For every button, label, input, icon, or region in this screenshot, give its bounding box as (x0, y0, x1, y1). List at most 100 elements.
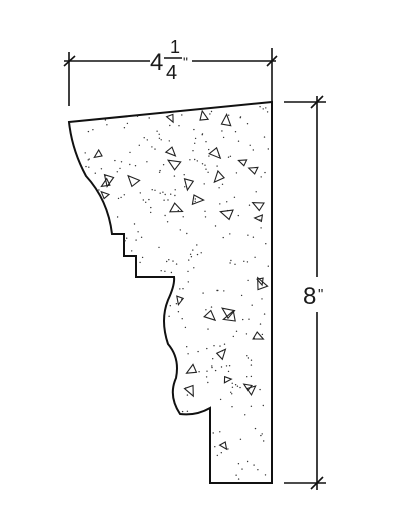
concrete-aggregate-marks (93, 109, 269, 451)
stipple-dot (229, 233, 231, 235)
stipple-dot (214, 446, 216, 448)
stipple-dot (227, 370, 230, 373)
stipple-dot (244, 414, 246, 416)
stipple-dot (168, 140, 170, 142)
stipple-dot (129, 151, 131, 154)
stipple-dot (148, 117, 150, 119)
stipple-dot (124, 240, 126, 242)
stipple-dot (257, 469, 259, 471)
stipple-dot (239, 438, 242, 440)
stipple-dot (131, 250, 133, 252)
stipple-dot (245, 333, 248, 335)
stipple-dot (196, 244, 198, 246)
stipple-dot (247, 357, 250, 359)
stipple-dot (194, 142, 196, 144)
stipple-dot (264, 474, 267, 476)
stipple-dot (151, 146, 153, 148)
stipple-dot (94, 172, 97, 174)
stipple-dot (243, 260, 245, 262)
stipple-dot (250, 375, 253, 378)
stipple-dot (192, 150, 194, 152)
stipple-dot (168, 259, 170, 261)
stipple-dot (231, 393, 233, 395)
stipple-dot (218, 187, 220, 189)
stipple-dot (123, 194, 126, 196)
stipple-dot (241, 468, 243, 470)
stipple-dot (175, 263, 178, 265)
width-dimension (63, 48, 278, 106)
stipple-dot (151, 189, 153, 191)
stipple-dot (260, 434, 262, 437)
stipple-dot (211, 365, 213, 367)
stipple-dot (87, 130, 90, 133)
stipple-dot (134, 165, 137, 167)
stipple-dot (146, 139, 148, 141)
stipple-dot (143, 137, 145, 139)
stipple-dot (158, 246, 160, 249)
stipple-dot (120, 196, 122, 199)
stipple-dot (255, 191, 257, 193)
stipple-dot (259, 323, 262, 325)
stipple-dot (194, 200, 196, 203)
aggregate-triangle (218, 441, 228, 451)
stipple-dot (129, 163, 131, 166)
stipple-dot (223, 343, 226, 345)
stipple-dot (117, 197, 120, 200)
aggregate-triangle (257, 276, 269, 291)
stipple-dot (219, 203, 221, 205)
stipple-dot (201, 163, 204, 165)
aggregate-triangle (183, 384, 194, 398)
stipple-dot (236, 385, 239, 387)
stipple-dot (229, 262, 231, 264)
stipple-dot (173, 175, 176, 177)
stipple-dot (226, 201, 228, 203)
stipple-dot (263, 313, 266, 315)
stipple-dot (169, 124, 171, 127)
aggregate-triangle (185, 363, 198, 374)
stipple-dot (210, 306, 213, 308)
aggregate-triangle (203, 309, 217, 322)
stipple-dot (92, 129, 94, 131)
stipple-dot (228, 114, 230, 116)
aggregate-triangle (213, 169, 226, 184)
aggregate-triangle (251, 202, 265, 212)
stipple-dot (262, 108, 264, 110)
stipple-dot (227, 156, 230, 158)
aggregate-triangle (127, 174, 141, 188)
stipple-dot (160, 270, 162, 272)
stipple-dot (158, 171, 161, 173)
stipple-dot (85, 165, 87, 168)
stipple-dot (250, 364, 253, 366)
stipple-dot (237, 140, 240, 142)
stipple-dot (221, 130, 223, 132)
stipple-dot (116, 216, 119, 218)
stipple-dot (145, 201, 147, 203)
aggregate-triangle (100, 190, 111, 200)
stipple-dot (172, 260, 174, 262)
stipple-dot (214, 369, 217, 372)
stipple-dot (261, 333, 264, 336)
stipple-dot (104, 119, 107, 121)
width-fraction-numerator: 1 (170, 37, 180, 57)
aggregate-triangle (219, 209, 234, 221)
stipple-dot (231, 386, 234, 388)
stipple-dot (178, 125, 180, 127)
aggregate-triangle (208, 146, 222, 160)
stipple-dot (166, 221, 169, 223)
stipple-dot (126, 237, 128, 239)
width-tick-right (266, 55, 278, 67)
aggregate-triangle (100, 177, 111, 188)
stipple-dot (167, 199, 169, 201)
stipple-dot (137, 231, 139, 233)
stipple-dot (212, 358, 214, 360)
stipple-dot (169, 305, 171, 307)
stipple-dot (170, 193, 172, 195)
stipple-dot (267, 148, 269, 150)
stipple-dot (264, 171, 266, 174)
stipple-dot (139, 192, 141, 194)
stipple-dot (148, 198, 150, 201)
stipple-dot (217, 289, 219, 292)
stipple-dot (186, 346, 188, 348)
stipple-dot (216, 454, 218, 457)
stipple-dot (207, 328, 209, 330)
